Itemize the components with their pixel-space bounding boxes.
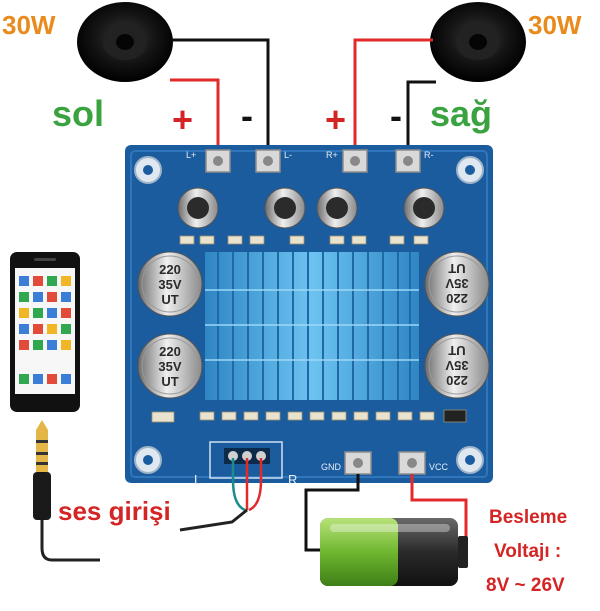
right-channel-label: sağ: [430, 93, 493, 134]
cap-label-left-top-volt: 35V: [158, 277, 181, 292]
pin-label-r-plus: R+: [326, 150, 338, 160]
cap-label-left-top-value: 220: [159, 262, 181, 277]
left-plus-sign: +: [172, 99, 194, 140]
pin-label-l-minus: L-: [284, 150, 292, 160]
left-speaker: [77, 2, 173, 82]
supply-voltage-line1: Besleme: [489, 507, 568, 528]
cap-label-right-bottom-volt: 35V: [445, 358, 468, 373]
cap-label-left-bottom-value: 220: [159, 344, 181, 359]
cap-label-left-bottom-brand: UT: [161, 374, 178, 389]
cap-label-right-bottom-brand: UT: [448, 343, 465, 358]
right-speaker-power: 30W: [528, 10, 582, 40]
right-plus-sign: +: [325, 99, 347, 140]
battery-icon: [320, 518, 468, 586]
right-speaker: [430, 2, 526, 82]
heatsink: [205, 252, 419, 400]
audio-input-caption: ses girişi: [58, 496, 171, 526]
left-minus-sign: -: [241, 95, 253, 136]
supply-voltage-line3: 8V ~ 26V: [486, 575, 565, 596]
phone-image: [10, 252, 80, 412]
cap-label-right-top-value: 220: [446, 291, 468, 306]
input-cable: [40, 458, 263, 562]
left-channel-label: sol: [52, 93, 105, 134]
pin-label-r-minus: R-: [424, 150, 434, 160]
audio-jack: [33, 420, 51, 520]
cap-label-right-bottom-value: 220: [446, 373, 468, 388]
pin-label-l-plus: L+: [186, 150, 196, 160]
input-label-right: R: [288, 472, 297, 487]
pin-label-gnd: GND: [321, 462, 342, 472]
right-minus-sign: -: [390, 95, 402, 136]
capacitors: [137, 251, 490, 399]
cap-label-right-top-brand: UT: [448, 261, 465, 276]
amplifier-board: 220 35V UT 220 35V UT 220 35V UT 220 35V…: [125, 145, 493, 487]
supply-voltage-line2: Voltajı :: [494, 541, 562, 562]
speaker-wires: [170, 38, 436, 150]
cap-label-left-bottom-volt: 35V: [158, 359, 181, 374]
cap-labels: 220 35V UT 220 35V UT 220 35V UT 220 35V…: [158, 261, 468, 389]
cap-label-left-top-brand: UT: [161, 292, 178, 307]
left-speaker-power: 30W: [2, 10, 56, 40]
cap-label-right-top-volt: 35V: [445, 276, 468, 291]
power-wires: [304, 474, 468, 552]
pin-label-vcc: VCC: [429, 462, 449, 472]
input-label-left: L: [194, 472, 201, 487]
